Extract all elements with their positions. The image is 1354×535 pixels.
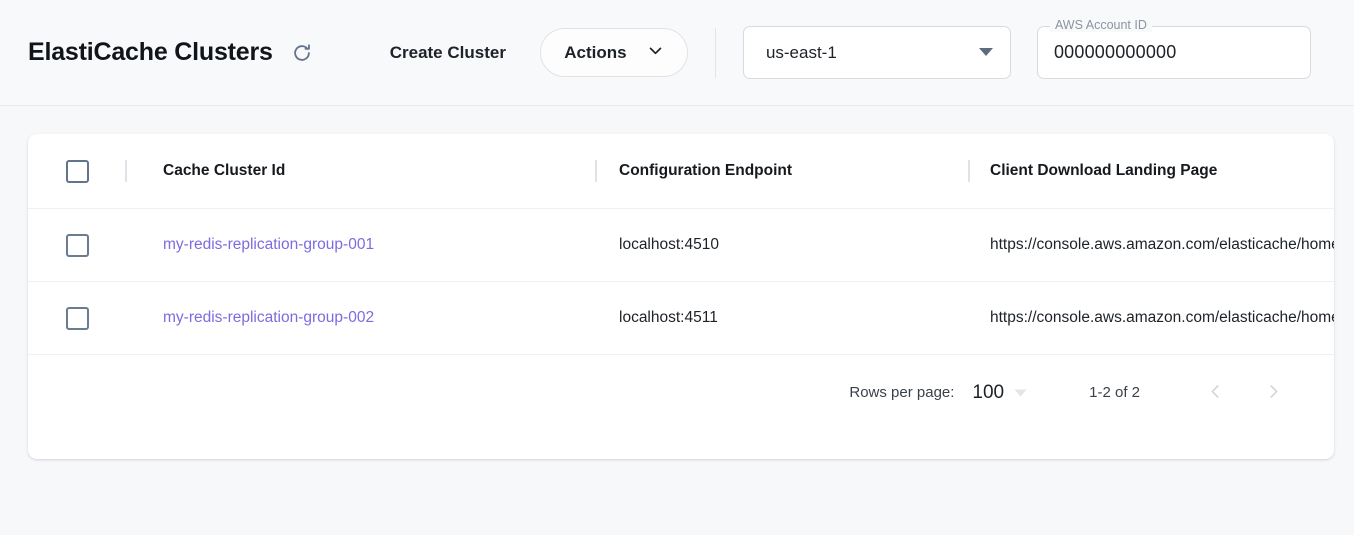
content-area: Cache Cluster Id Configuration Endpoint … bbox=[0, 106, 1354, 459]
configuration-endpoint-value: localhost:4510 bbox=[619, 236, 719, 253]
column-header-configuration-endpoint[interactable]: Configuration Endpoint bbox=[595, 134, 968, 208]
actions-button[interactable]: Actions bbox=[539, 28, 688, 77]
caret-down-icon bbox=[1014, 384, 1027, 402]
chevron-left-icon bbox=[1206, 382, 1225, 404]
column-header-label: Cache Cluster Id bbox=[163, 162, 286, 179]
row-select-cell bbox=[28, 233, 125, 257]
row-select-cell bbox=[28, 306, 125, 330]
landing-page-value: https://console.aws.amazon.com/elasticac… bbox=[990, 309, 1334, 326]
select-all-checkbox[interactable] bbox=[66, 159, 89, 183]
pagination-range-label: 1-2 of 2 bbox=[1089, 384, 1140, 401]
pagination-next-button[interactable] bbox=[1254, 374, 1292, 412]
cluster-id-link[interactable]: my-redis-replication-group-002 bbox=[163, 309, 375, 326]
aws-account-id-value: 000000000000 bbox=[1053, 42, 1177, 62]
column-header-label: Client Download Landing Page bbox=[990, 162, 1218, 179]
region-select-value: us-east-1 bbox=[765, 42, 837, 62]
row-checkbox[interactable] bbox=[66, 306, 89, 330]
aws-account-id-field[interactable]: AWS Account ID 000000000000 bbox=[1036, 18, 1311, 79]
aws-account-id-label: AWS Account ID bbox=[1049, 18, 1152, 32]
select-all-cell bbox=[28, 159, 125, 183]
pagination-bar: Rows per page: 100 1-2 of 2 bbox=[28, 354, 1334, 430]
row-checkbox[interactable] bbox=[66, 233, 89, 257]
table-row[interactable]: my-redis-replication-group-001 localhost… bbox=[28, 208, 1334, 281]
create-cluster-button[interactable]: Create Cluster bbox=[389, 42, 506, 62]
title-group: ElastiCache Clusters bbox=[28, 38, 317, 68]
cell-configuration-endpoint: localhost:4510 bbox=[595, 209, 968, 281]
header-divider bbox=[714, 27, 716, 78]
column-header-label: Configuration Endpoint bbox=[619, 162, 793, 179]
region-select[interactable]: us-east-1 bbox=[742, 26, 1011, 79]
rows-per-page-label: Rows per page: bbox=[849, 384, 955, 401]
configuration-endpoint-value: localhost:4511 bbox=[619, 309, 718, 326]
app-header: ElastiCache Clusters Create Cluster Acti… bbox=[0, 0, 1354, 106]
column-header-client-download-landing-page[interactable]: Client Download Landing Page bbox=[968, 134, 1334, 208]
cell-client-download-landing-page: https://console.aws.amazon.com/elasticac… bbox=[968, 209, 1334, 281]
triangle-down-icon bbox=[978, 44, 994, 62]
table-row[interactable]: my-redis-replication-group-002 localhost… bbox=[28, 281, 1334, 354]
rows-per-page-select[interactable]: 100 bbox=[972, 382, 1027, 404]
page-title: ElastiCache Clusters bbox=[28, 38, 273, 66]
actions-button-label: Actions bbox=[564, 42, 627, 62]
cell-cache-cluster-id: my-redis-replication-group-001 bbox=[125, 209, 595, 281]
chevron-down-icon bbox=[647, 42, 664, 64]
table-header-row: Cache Cluster Id Configuration Endpoint … bbox=[28, 134, 1334, 208]
rows-per-page-value: 100 bbox=[972, 381, 1005, 403]
cluster-id-link[interactable]: my-redis-replication-group-001 bbox=[163, 236, 375, 253]
cell-client-download-landing-page: https://console.aws.amazon.com/elasticac… bbox=[968, 282, 1334, 354]
clusters-table-card: Cache Cluster Id Configuration Endpoint … bbox=[28, 134, 1334, 459]
refresh-icon[interactable] bbox=[287, 38, 317, 68]
chevron-right-icon bbox=[1264, 382, 1283, 404]
landing-page-value: https://console.aws.amazon.com/elasticac… bbox=[990, 236, 1334, 253]
cell-configuration-endpoint: localhost:4511 bbox=[595, 282, 968, 354]
pagination-prev-button[interactable] bbox=[1196, 374, 1234, 412]
cell-cache-cluster-id: my-redis-replication-group-002 bbox=[125, 282, 595, 354]
column-header-cache-cluster-id[interactable]: Cache Cluster Id bbox=[125, 134, 595, 208]
